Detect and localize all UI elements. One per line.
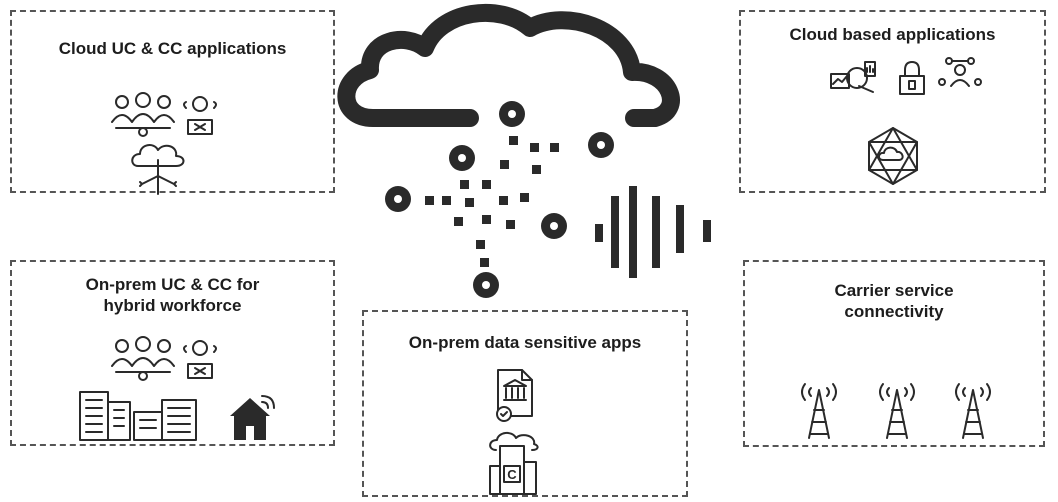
- support-agent-icon: [183, 340, 217, 379]
- cloud-uc-cc-box: Cloud UC & CC applications: [10, 10, 335, 195]
- connected-person-icon: [938, 57, 982, 87]
- people-group-icon: [111, 92, 175, 137]
- hexagon-cloud-network-icon: [868, 127, 918, 185]
- box-title: Cloud UC & CC applications: [58, 39, 287, 58]
- box-title: On-prem data sensitive apps: [408, 333, 642, 352]
- people-group-icon: [111, 336, 175, 381]
- padlock-icon: [899, 61, 925, 95]
- cloud-distribution-icon: [131, 144, 185, 195]
- bank-document-icon: [496, 369, 533, 422]
- cloud-based-apps-box: Cloud based applications: [739, 10, 1046, 193]
- data-nodes: [385, 101, 711, 298]
- box-title: On-prem UC & CC for hybrid workforce: [85, 275, 260, 315]
- cloud-outline: [337, 3, 680, 127]
- box-title: Cloud based applications: [789, 25, 996, 44]
- radio-tower-icon: [879, 383, 915, 439]
- onprem-sensitive-box: On-prem data sensitive apps C: [362, 310, 688, 497]
- radio-tower-icon: [955, 383, 991, 439]
- carrier-connectivity-box: Carrier service connectivity: [743, 260, 1045, 447]
- radio-tower-icon: [801, 383, 837, 439]
- office-buildings-icon: [79, 391, 197, 441]
- box-title: Carrier service connectivity: [834, 281, 954, 321]
- cloud-datacenter-icon: C: [489, 432, 539, 495]
- analytics-charts-icon: [830, 61, 876, 93]
- smart-home-icon: [230, 395, 275, 440]
- svg-text:C: C: [507, 467, 517, 482]
- support-agent-icon: [183, 96, 217, 135]
- onprem-hybrid-box: On-prem UC & CC for hybrid workforce: [10, 260, 335, 446]
